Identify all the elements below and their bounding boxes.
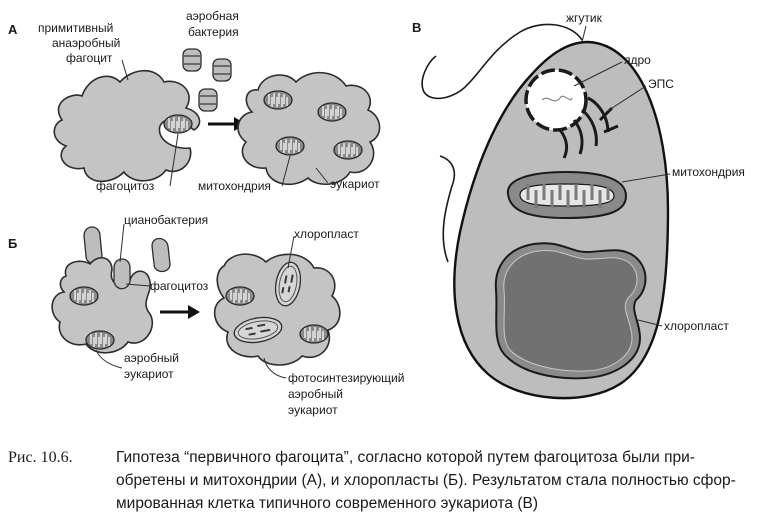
label-aerobic-bacterium-2: бактерия [188,25,239,39]
panel-v-letter: В [412,20,421,35]
chloroplast-b1 [274,261,302,307]
cyanobacterium-1 [83,226,103,265]
aerobic-eukaryote-cell [51,257,153,354]
leader-er [605,85,647,113]
mitochondrion-a1 [263,90,293,110]
flagellum [421,23,583,100]
photosynthetic-eukaryote-cell [213,253,341,366]
leader-aerobic-eukaryote [95,349,123,369]
nucleus [524,68,588,132]
label-aerobic-bacterium-1: аэробная [186,9,239,23]
panel-b-letter: Б [8,236,17,251]
engulfed-bacterium [163,114,193,134]
leader-phagocytosis-b [125,283,151,287]
leader-cyanobacterium [119,223,125,263]
caption-line-1: Гипотеза “первичного фагоцита”, согласно… [116,449,695,466]
chloroplast-large [494,242,647,380]
caption-line-2: обретены и митохондрии (А), и хлоропласт… [116,472,736,489]
panel-b: Б цианобактерия хлороплас [8,213,404,417]
leader-flagellum [581,25,587,43]
aerobic-bacterium-3 [198,88,218,112]
caption-text: Гипотеза “первичного фагоцита”, согласно… [116,446,756,515]
label-photosynthetic-eukaryote-1: фотосинтезирующий [288,371,404,385]
arrow-b [160,305,200,319]
mitochondrion-b4 [299,324,329,344]
figure-caption: Рис. 10.6. Гипотеза “первичного фагоцита… [8,446,756,515]
label-flagellum: жгутик [566,11,603,25]
label-eukaryote-a: эукариот [330,177,380,191]
label-phagocytosis-b: фагоцитоз [150,279,209,293]
leader-mitochondrion-a [281,155,291,187]
mitochondrion-b3 [225,286,255,306]
label-cyanobacterium: цианобактерия [124,213,208,227]
panel-v: В жгутик [412,11,745,400]
endoplasmic-reticulum [558,96,619,159]
aerobic-bacterium-2 [212,58,232,82]
leader-photosynthetic-eukaryote [263,357,287,379]
label-photosynthetic-eukaryote-2: аэробный [288,387,343,401]
mitochondrion-b1 [69,286,99,306]
caption-label: Рис. 10.6. [8,449,73,466]
label-nucleus: ядро [624,53,651,67]
mitochondrion-a4 [333,140,363,160]
label-er: ЭПС [648,77,674,91]
leader-chloroplast-b [287,235,295,269]
leader-nucleus [573,61,623,87]
leader-primitive-phagocyte [121,59,129,81]
leader-mitochondrion-v [621,173,671,183]
label-primitive-phagocyte-1: примитивный [38,21,113,35]
mitochondrion-a2 [317,102,347,122]
mitochondrion-large [506,170,628,220]
label-mitochondrion-a: митохондрия [198,179,271,193]
cyanobacterium-2 [151,237,171,273]
eukaryote-cell [237,71,381,186]
leader-phagocytosis-a [169,133,179,187]
label-primitive-phagocyte-3: фагоцит [66,51,113,65]
leader-eukaryote-a [315,167,329,184]
label-mitochondrion-v: митохондрия [672,165,745,179]
label-chloroplast-v: хлоропласт [664,319,729,333]
caption-line-3: мированная клетка типичного современного… [116,495,538,512]
label-chloroplast-b: хлоропласт [294,227,359,241]
mitochondrion-b2 [85,330,115,350]
label-primitive-phagocyte-2: анаэробный [52,36,120,50]
panel-a: А примитивный анаэробный фагоцит аэробна… [8,9,381,193]
label-aerobic-eukaryote-2: эукариот [124,367,174,381]
primitive-phagocyte-cell [53,69,201,183]
chloroplast-b2 [233,316,283,344]
phagocyte-hypothesis-diagram: А примитивный анаэробный фагоцит аэробна… [8,9,745,417]
label-aerobic-eukaryote-1: аэробный [124,351,179,365]
mitochondrion-a3 [275,136,305,156]
flagellum-2 [439,155,456,263]
label-phagocytosis-a: фагоцитоз [96,179,155,193]
cyanobacterium-engulfed [113,258,131,290]
leader-chloroplast-v [637,319,663,327]
label-photosynthetic-eukaryote-3: эукариот [288,403,338,417]
aerobic-bacterium-1 [182,48,202,72]
panel-a-letter: А [8,22,18,37]
